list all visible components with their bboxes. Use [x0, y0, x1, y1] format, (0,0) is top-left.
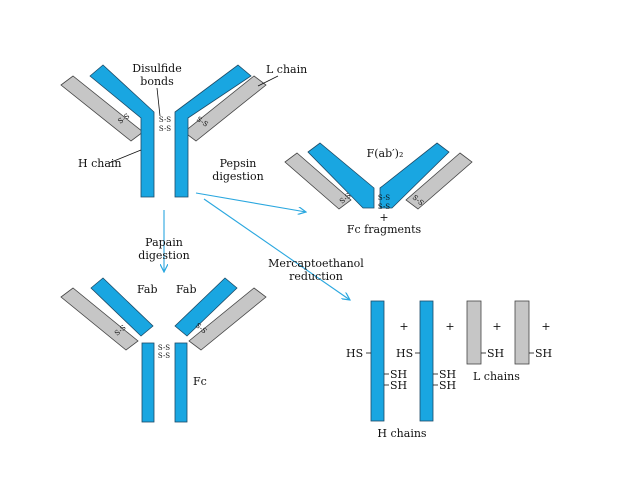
fc-disulfide-2: S-S — [158, 352, 170, 360]
fc-fragments-label: Fc fragments — [347, 223, 422, 236]
pepsin-step-line1: Pepsin — [220, 157, 257, 170]
l-chain-leader-line — [257, 75, 279, 87]
mercaptoethanol-reduction: Mercaptoethanol reduction + HS SH SH + H… — [203, 198, 552, 440]
hinge-disulfide-1: S-S — [159, 116, 171, 124]
fab2-hinge-disulfide-2: S-S — [378, 203, 390, 211]
light-chain-1 — [466, 300, 482, 365]
l2-plus: + — [541, 320, 550, 333]
fab2-light-chain-right — [405, 152, 473, 210]
disulfide-leader-line — [156, 87, 161, 117]
heavy-chain-2 — [419, 300, 434, 422]
mercaptoethanol-step-line2: reduction — [289, 270, 343, 283]
light-chain-2 — [514, 300, 530, 365]
pepsin-digestion: Pepsin digestion S-S S-S S-S S-S F(ab′)₂… — [195, 142, 473, 236]
h2-sh-label-1: SH — [439, 368, 456, 381]
hinge-disulfide-2: S-S — [159, 125, 171, 133]
light-chain-right — [183, 75, 267, 142]
h2-hs-label: HS — [396, 347, 413, 360]
fab-right-label: Fab — [176, 283, 197, 296]
fab-left-label: Fab — [137, 283, 158, 296]
h-chain-label: H chain — [78, 157, 122, 170]
fab-right-light-chain — [188, 287, 267, 351]
fab2-light-chain-left — [284, 152, 352, 210]
h1-sh-label-2: SH — [390, 379, 407, 392]
fab-left-light-chain — [60, 287, 139, 351]
fc-disulfide-1: S-S — [158, 344, 170, 352]
intact-antibody: S-S S-S S-S S-S Disulfide bonds L chain … — [60, 62, 307, 198]
fab-right-heavy-chain — [174, 277, 238, 337]
l-chain-label: L chain — [266, 63, 307, 76]
papain-digestion: Papain digestion S-S Fab S-S Fab S-S S-S… — [60, 210, 267, 423]
mercaptoethanol-arrow — [203, 198, 350, 300]
h-chain-leader-line — [108, 149, 142, 164]
pepsin-plus: + — [379, 211, 388, 224]
fc-heavy-chain-right — [174, 342, 188, 423]
h1-plus: + — [399, 320, 408, 333]
disulfide-label-line1: Disulfide — [132, 62, 181, 75]
heavy-chain-right — [174, 64, 252, 198]
l2-sh-label: SH — [535, 347, 552, 360]
l1-sh-label: SH — [487, 347, 504, 360]
h1-hs-label: HS — [346, 347, 363, 360]
papain-step-line2: digestion — [138, 249, 189, 262]
h2-plus: + — [445, 320, 454, 333]
heavy-chain-left — [89, 64, 155, 198]
h2-sh-label-2: SH — [439, 379, 456, 392]
fab2-hinge-disulfide-1: S-S — [378, 194, 390, 202]
papain-step-line1: Papain — [145, 236, 183, 249]
mercaptoethanol-step-line1: Mercaptoethanol — [268, 257, 364, 270]
l1-plus: + — [492, 320, 501, 333]
heavy-chain-1 — [370, 300, 385, 422]
fab2-heavy-chain-right — [379, 142, 450, 209]
l-chains-label: L chains — [473, 370, 520, 383]
fab2-heavy-chain-left — [307, 142, 375, 209]
disulfide-label-line2: bonds — [140, 75, 174, 88]
fc-heavy-chain-left — [141, 342, 155, 423]
h-chains-label: H chains — [377, 427, 426, 440]
pepsin-arrow — [195, 192, 306, 212]
fab-left-heavy-chain — [90, 277, 154, 337]
fab2-label: F(ab′)₂ — [367, 147, 404, 160]
pepsin-step-line2: digestion — [212, 170, 263, 183]
fc-label: Fc — [193, 375, 207, 388]
h1-sh-label-1: SH — [390, 368, 407, 381]
